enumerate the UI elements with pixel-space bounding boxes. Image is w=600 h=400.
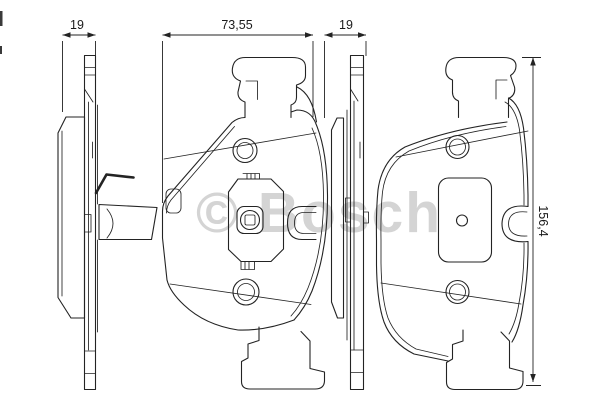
abutment-ear	[165, 188, 182, 214]
spring-edge-inner	[380, 126, 507, 357]
spring-edge-inner	[290, 127, 324, 317]
view-side-right	[330, 54, 369, 391]
spring-edge-outer	[293, 123, 329, 321]
shim-plate	[437, 177, 493, 263]
piston-contact	[236, 205, 264, 235]
spring-bar-upper	[163, 132, 317, 160]
damper-plate	[227, 178, 285, 263]
spring-bar-upper	[395, 130, 529, 158]
clip-hook	[286, 205, 317, 241]
backing-plate	[349, 54, 365, 391]
mounting-hole-bottom	[445, 279, 470, 305]
dimension-label: 19	[339, 18, 353, 32]
mounting-hole-bottom	[232, 278, 260, 306]
wear-sensor-wire	[94, 173, 135, 195]
top-lug	[445, 56, 517, 119]
mounting-hole-top	[445, 134, 470, 160]
dimension-pad-height: 156,4	[522, 57, 550, 386]
mounting-hole-top	[232, 137, 258, 164]
dimension-right-thickness: 19	[324, 18, 367, 118]
dimension-left-thickness: 19	[62, 18, 96, 112]
dimension-pad-width: 73,55	[162, 18, 314, 203]
spring-bar-lower	[380, 282, 522, 305]
spring-bar-lower	[169, 283, 312, 305]
dimension-annotations: 19 73,55 19 156,4	[62, 18, 550, 386]
edge-artifacts	[0, 11, 3, 54]
top-lug	[231, 56, 307, 119]
clip-notch	[501, 205, 529, 243]
bottom-lug	[445, 329, 524, 391]
view-front-inner-pad	[161, 56, 329, 390]
pad-outline	[161, 116, 246, 281]
bosch-watermark: © Bosch	[196, 181, 442, 245]
dimension-label: 19	[70, 18, 84, 32]
shim-hole	[455, 214, 469, 227]
dimension-label: 156,4	[536, 205, 550, 236]
backing-plate	[83, 54, 97, 391]
bottom-lug	[240, 326, 326, 390]
dimension-label: 73,55	[221, 18, 252, 32]
line-art	[57, 54, 529, 391]
spring-edge-outer	[375, 121, 508, 362]
view-front-outer-pad	[375, 56, 529, 391]
friction-block	[330, 117, 345, 319]
spring-side	[98, 203, 158, 241]
view-side-left	[57, 54, 158, 391]
